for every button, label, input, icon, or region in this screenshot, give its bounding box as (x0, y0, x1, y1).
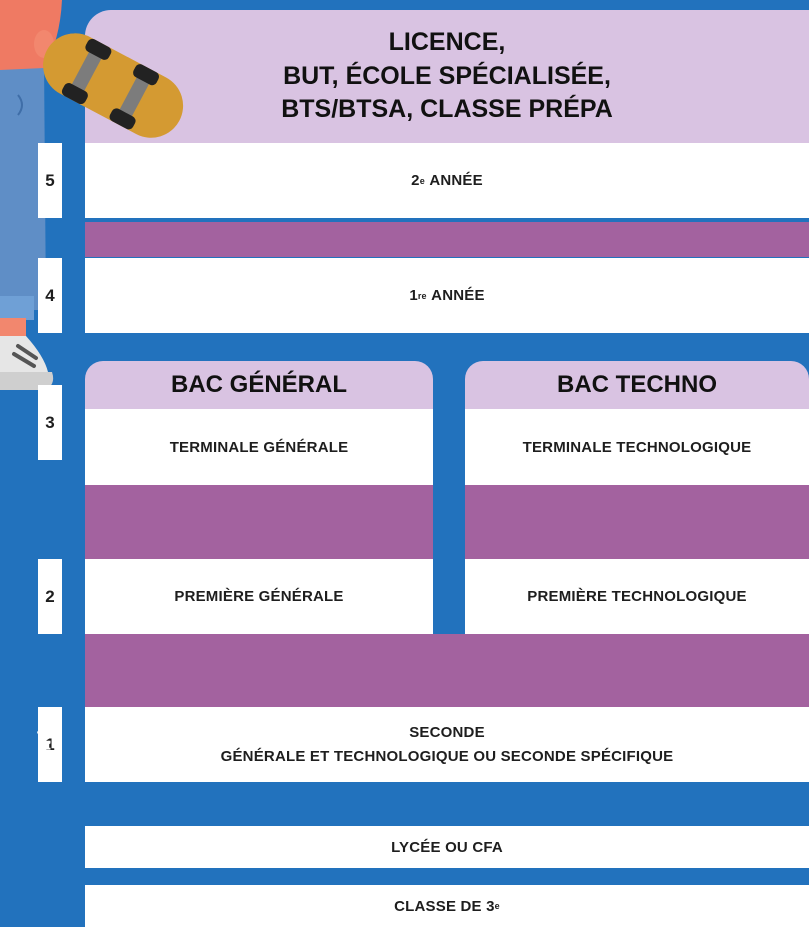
university-title-line-2: BUT, ÉCOLE SPÉCIALISÉE, (283, 61, 611, 90)
year-marker-1: 1 (38, 707, 62, 782)
seconde-line-1: SECONDE (409, 724, 485, 742)
annee-axis-label: ANNÉE (20, 705, 72, 785)
terminale-generale-cell: TERMINALE GÉNÉRALE (85, 409, 433, 485)
university-year-2-label: ANNÉE (429, 172, 483, 189)
purple-band-1 (85, 222, 809, 257)
premiere-generale-cell: PREMIÈRE GÉNÉRALE (85, 559, 433, 634)
seconde-line-2: GÉNÉRALE ET TECHNOLOGIQUE OU SECONDE SPÉ… (220, 747, 674, 765)
university-year-1-label: ANNÉE (431, 287, 485, 304)
bac-general-header: BAC GÉNÉRAL (85, 361, 433, 409)
year-marker-2: 2 (38, 559, 62, 634)
lycee-cfa-label: LYCÉE OU CFA (391, 838, 503, 856)
bac-general-title: BAC GÉNÉRAL (170, 371, 347, 398)
year-marker-1-label: 1 (45, 734, 55, 754)
bac-techno-header: BAC TECHNO (465, 361, 809, 409)
university-year-2-num: 2 (411, 172, 420, 189)
year-marker-4-label: 4 (45, 285, 55, 305)
purple-band-2 (85, 634, 809, 707)
year-marker-2-label: 2 (45, 586, 55, 606)
year-marker-5: 5 (38, 143, 62, 218)
year-marker-3: 3 (38, 385, 62, 460)
lycee-cfa-cell: LYCÉE OU CFA (85, 826, 809, 868)
university-title-line-3: BTS/BTSA, CLASSE PRÉPA (281, 95, 613, 124)
annee-axis-text: ANNÉE (37, 716, 55, 774)
purple-band-techno (465, 485, 809, 559)
premiere-generale-label: PREMIÈRE GÉNÉRALE (174, 588, 344, 605)
purple-band-general (85, 485, 433, 559)
university-title-line-1: LICENCE, (388, 27, 506, 56)
premiere-techno-label: PREMIÈRE TECHNOLOGIQUE (527, 588, 747, 605)
skateboard-overlay (43, 33, 184, 138)
year-marker-4: 4 (38, 258, 62, 333)
terminale-generale-label: TERMINALE GÉNÉRALE (169, 438, 349, 456)
year-marker-5-label: 5 (45, 170, 55, 190)
classe-3-label: CLASSE DE 3 (394, 897, 495, 915)
terminale-techno-cell: TERMINALE TECHNOLOGIQUE (465, 409, 809, 485)
terminale-techno-label: TERMINALE TECHNOLOGIQUE (522, 438, 752, 456)
year-marker-3-label: 3 (45, 412, 55, 432)
premiere-techno-cell: PREMIÈRE TECHNOLOGIQUE (465, 559, 809, 634)
seconde-cell: SECONDE GÉNÉRALE ET TECHNOLOGIQUE OU SEC… (85, 707, 809, 782)
university-year-1-num: 1 (409, 287, 418, 304)
university-header: LICENCE, BUT, ÉCOLE SPÉCIALISÉE, BTS/BTS… (85, 10, 809, 143)
jeans-leg (0, 60, 46, 310)
bac-techno-title: BAC TECHNO (557, 371, 717, 398)
